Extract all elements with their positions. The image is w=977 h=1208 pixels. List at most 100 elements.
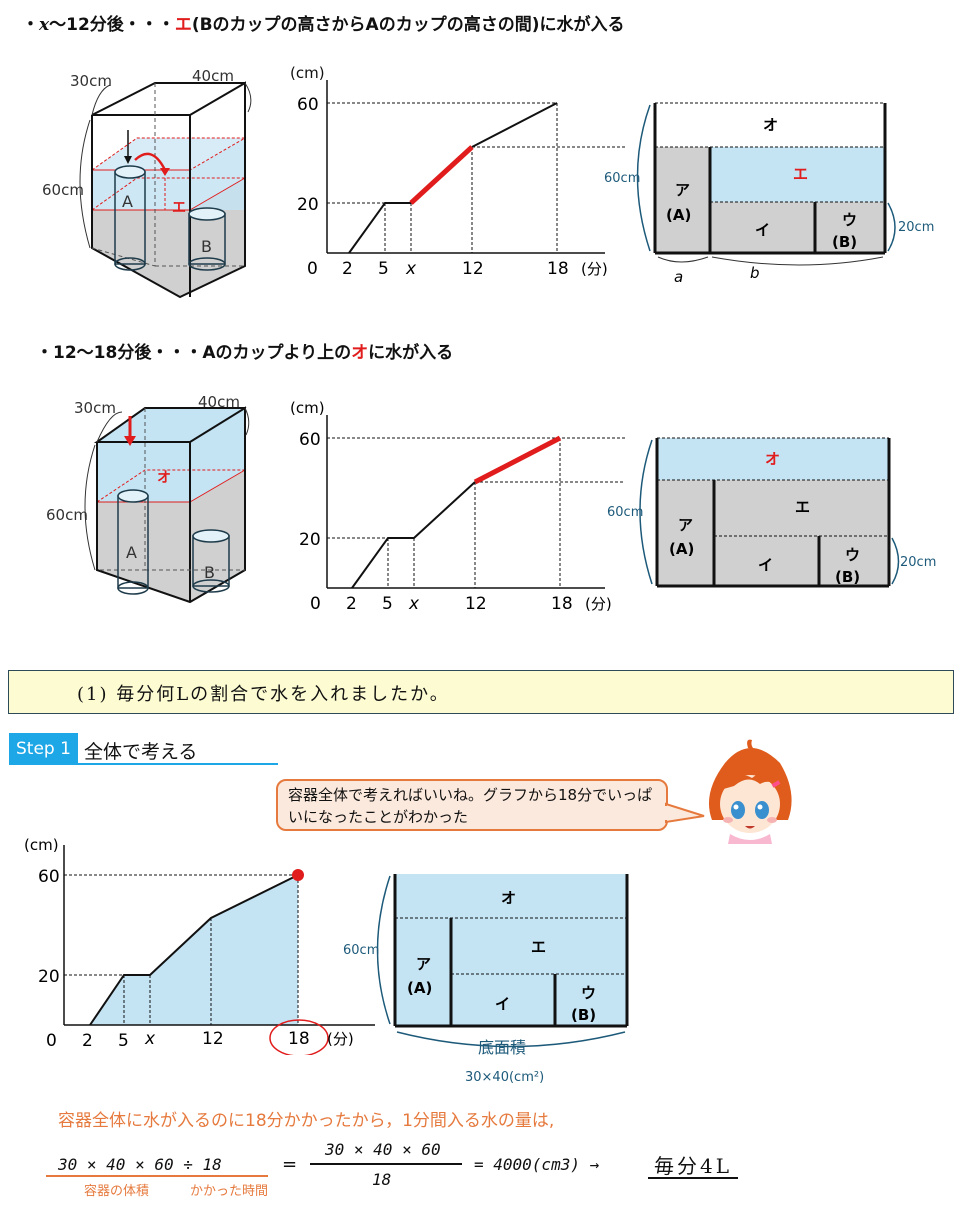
formula-lhs: 30 × 40 × 60 ÷ 18 bbox=[58, 1155, 222, 1174]
x-tick-x: x bbox=[144, 1029, 156, 1049]
region-o: オ bbox=[501, 889, 516, 907]
final-answer: 毎分4L bbox=[654, 1154, 733, 1178]
region-u-sub: (B) bbox=[832, 233, 857, 251]
step-underline bbox=[78, 763, 278, 765]
highlight-segment bbox=[473, 435, 562, 485]
heading-desc: (Bのカップの高さからAのカップの高さの間)に水が入る bbox=[191, 15, 625, 35]
label-40cm: 40cm bbox=[192, 67, 234, 85]
question-box: (1) 毎分何Lの割合で水を入れましたか。 bbox=[8, 670, 954, 714]
left-dim-label: 60cm bbox=[343, 943, 379, 958]
graph-unit: (cm) bbox=[24, 836, 59, 854]
note-time: かかった時間 bbox=[190, 1184, 269, 1199]
cup-b bbox=[192, 529, 230, 593]
cup-b bbox=[188, 207, 226, 271]
section-view-1: オ エ ア (A) イ ウ (B) 60cm 20cm a b bbox=[604, 102, 934, 285]
dim-b: b bbox=[750, 264, 760, 282]
x-tick-5: 5 bbox=[382, 594, 393, 614]
flow-arrow-icon bbox=[134, 152, 167, 171]
region-a: ア bbox=[675, 181, 690, 199]
graph-line bbox=[348, 202, 411, 254]
water-top bbox=[90, 137, 247, 171]
bubble-text: 容器全体で考えればいいね。グラフから18分でいっぱいになったことがわかった bbox=[288, 786, 653, 826]
heading2-red-label: オ bbox=[351, 343, 369, 363]
label-60cm: 60cm bbox=[46, 506, 88, 524]
x-tick-2: 2 bbox=[342, 259, 353, 279]
fraction-denominator: 18 bbox=[372, 1170, 392, 1189]
section-view-2: オ エ ア (A) イ ウ (B) 60cm 20cm bbox=[607, 437, 936, 588]
end-point bbox=[292, 869, 304, 881]
graph-3: (cm) 60 20 0 2 5 x 12 18 (分) bbox=[24, 836, 375, 1055]
right-dim-label: 20cm bbox=[900, 555, 936, 570]
cup-b-label: B bbox=[201, 237, 212, 256]
x-tick-x: x bbox=[405, 259, 417, 279]
heading2-rest: に水が入る bbox=[368, 343, 454, 363]
graph-2: (cm) 60 20 0 2 5 x 12 18 (分) bbox=[290, 399, 625, 614]
region-a: ア bbox=[416, 955, 431, 973]
region-a-sub: (A) bbox=[669, 540, 694, 558]
x-tick-18: 18 bbox=[551, 594, 573, 614]
x-tick-12: 12 bbox=[465, 594, 487, 614]
circle-highlight bbox=[269, 1019, 329, 1055]
cup-a bbox=[117, 489, 149, 595]
region-u: ウ bbox=[581, 984, 596, 1002]
formula-result: = 4000(cm3) → bbox=[474, 1155, 600, 1174]
graph-line bbox=[351, 481, 476, 589]
y-tick-60: 60 bbox=[297, 95, 319, 115]
base-area-label: 底面積 bbox=[478, 1038, 526, 1057]
final-underline bbox=[648, 1177, 738, 1179]
graph-area bbox=[90, 875, 298, 1025]
region-u-sub: (B) bbox=[835, 568, 860, 586]
x-tick-2: 2 bbox=[82, 1031, 93, 1051]
x-tick-18: 18 bbox=[547, 259, 569, 279]
x-tick-5: 5 bbox=[378, 259, 389, 279]
graph-unit: (cm) bbox=[290, 64, 325, 82]
region-u: ウ bbox=[842, 211, 857, 229]
y-tick-60: 60 bbox=[299, 430, 321, 450]
y-tick-20: 20 bbox=[299, 530, 321, 550]
section2-heading: ・12〜18分後・・・Aのカップより上のオに水が入る bbox=[36, 338, 453, 363]
left-dim-label: 60cm bbox=[604, 171, 640, 186]
region-u: ウ bbox=[845, 546, 860, 564]
region-o: オ bbox=[765, 450, 780, 468]
heading2-desc: ・12〜18分後・・・Aのカップより上の bbox=[36, 343, 352, 363]
x-tick-2: 2 bbox=[346, 594, 357, 614]
box-red-label: オ bbox=[157, 470, 171, 486]
x-tick-12: 12 bbox=[202, 1029, 224, 1049]
container-diagram-2: A B オ 30cm 40cm 60cm bbox=[46, 393, 250, 604]
x-tick-18: 18 bbox=[288, 1029, 310, 1049]
heading-bullet: ・ bbox=[22, 15, 39, 35]
x-unit: (分) bbox=[581, 260, 608, 278]
base-area-value: 30×40(cm²) bbox=[465, 1070, 544, 1085]
region-a-sub: (A) bbox=[407, 979, 432, 997]
section1-heading: ・x〜12分後・・・エ(Bのカップの高さからAのカップの高さの間)に水が入る bbox=[22, 10, 624, 35]
step-title: 全体で考える bbox=[84, 741, 198, 763]
question-text: (1) 毎分何Lの割合で水を入れましたか。 bbox=[77, 684, 450, 705]
graph-1: (cm) 60 20 0 2 5 x 12 18 (分) bbox=[290, 64, 625, 279]
y-tick-20: 20 bbox=[297, 195, 319, 215]
formula-underline bbox=[46, 1175, 268, 1177]
region-e: エ bbox=[531, 938, 546, 956]
section-view-3: オ エ ア (A) イ ウ (B) 60cm 底面積 30×40(cm²) bbox=[343, 874, 629, 1085]
cup-a bbox=[114, 165, 146, 271]
answer-explanation: 容器全体に水が入るのに18分かかったから，1分間入る水の量は, bbox=[58, 1111, 555, 1131]
region-u-sub: (B) bbox=[571, 1006, 596, 1024]
y-tick-20: 20 bbox=[38, 967, 60, 987]
bubble-tail bbox=[664, 802, 705, 824]
region-a-sub: (A) bbox=[666, 206, 691, 224]
region-a: ア bbox=[678, 516, 693, 534]
right-dim-label: 20cm bbox=[898, 220, 934, 235]
highlight-segment bbox=[409, 145, 474, 205]
label-40cm: 40cm bbox=[198, 393, 240, 411]
region-e: エ bbox=[793, 165, 808, 183]
heading-time: 〜12分後・・・ bbox=[49, 15, 175, 35]
cup-b-label: B bbox=[204, 563, 215, 582]
heading-x: x bbox=[39, 15, 50, 35]
fraction-numerator: 30 × 40 × 60 bbox=[325, 1140, 441, 1159]
heading-red-label: エ bbox=[174, 15, 192, 35]
x-tick-12: 12 bbox=[462, 259, 484, 279]
label-30cm: 30cm bbox=[74, 399, 116, 417]
graph-unit: (cm) bbox=[290, 399, 325, 417]
x-tick-0: 0 bbox=[307, 259, 318, 279]
dim-a: a bbox=[674, 268, 683, 285]
left-dim-label: 60cm bbox=[607, 505, 643, 520]
